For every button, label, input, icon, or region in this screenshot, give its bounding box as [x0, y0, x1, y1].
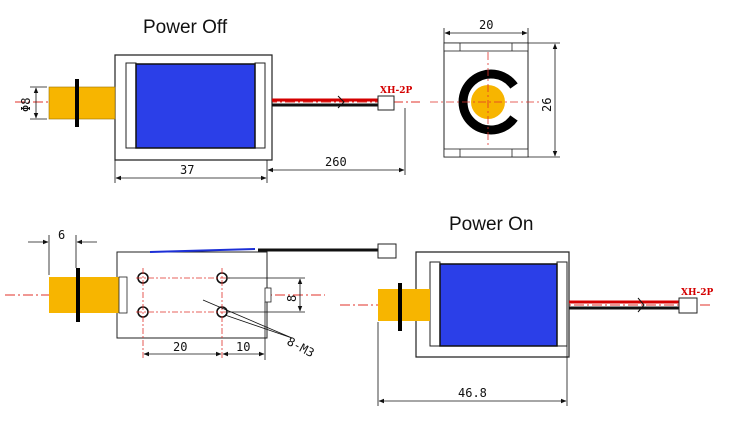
frame-plate — [254, 62, 266, 149]
mounting-holes — [136, 268, 232, 358]
connector — [377, 243, 397, 259]
plunger — [378, 289, 430, 321]
coil — [135, 63, 256, 149]
dimension-end-width: 20 — [479, 18, 493, 32]
e-clip — [75, 79, 79, 127]
leader-line — [202, 299, 293, 339]
connector — [377, 95, 395, 111]
dimension-body-length-off: 37 — [180, 163, 194, 177]
thread-callout: 8-M3 — [285, 334, 317, 360]
connector-label: XH-2P — [380, 86, 412, 96]
power-on-title: Power On — [449, 214, 533, 235]
connector — [678, 297, 698, 314]
dimension-stroke: 6 — [58, 228, 65, 242]
end-view-plate — [443, 148, 529, 158]
dimension-end-height: 26 — [540, 98, 554, 112]
e-clip — [76, 268, 80, 322]
dimension-hole-spacing-y: 8 — [285, 295, 299, 302]
connector-label: XH-2P — [681, 288, 713, 298]
wire-break-mark — [637, 297, 645, 313]
dimension-plunger-diameter: Φ8 — [19, 98, 33, 112]
frame-plate — [429, 261, 441, 347]
top-view: 6 20 10 8 8-M3 — [5, 228, 397, 360]
plunger — [49, 277, 119, 313]
power-off-title: Power Off — [143, 17, 228, 38]
frame-plate — [125, 62, 137, 149]
wire-blue — [149, 248, 256, 253]
dimension-body-length-on: 46.8 — [458, 386, 487, 400]
body-outline — [116, 251, 268, 339]
leader-line — [224, 314, 293, 339]
dimension-lead-length: 260 — [325, 155, 347, 169]
dimension-hole-offset-x: 10 — [236, 340, 250, 354]
frame-plate — [556, 261, 568, 347]
coil — [439, 263, 558, 347]
e-clip — [398, 283, 402, 331]
body-tab — [264, 287, 272, 303]
wire-break-mark — [337, 95, 345, 109]
end-view: 20 26 — [430, 18, 560, 158]
dimension-hole-spacing-x: 20 — [173, 340, 187, 354]
plunger — [48, 86, 116, 120]
power-on-view: Power On XH-2P 46.8 — [340, 214, 713, 406]
power-off-view: Power Off XH-2P Φ8 37 260 — [15, 17, 420, 183]
plunger-collar — [118, 276, 128, 314]
end-view-plate — [443, 42, 529, 52]
